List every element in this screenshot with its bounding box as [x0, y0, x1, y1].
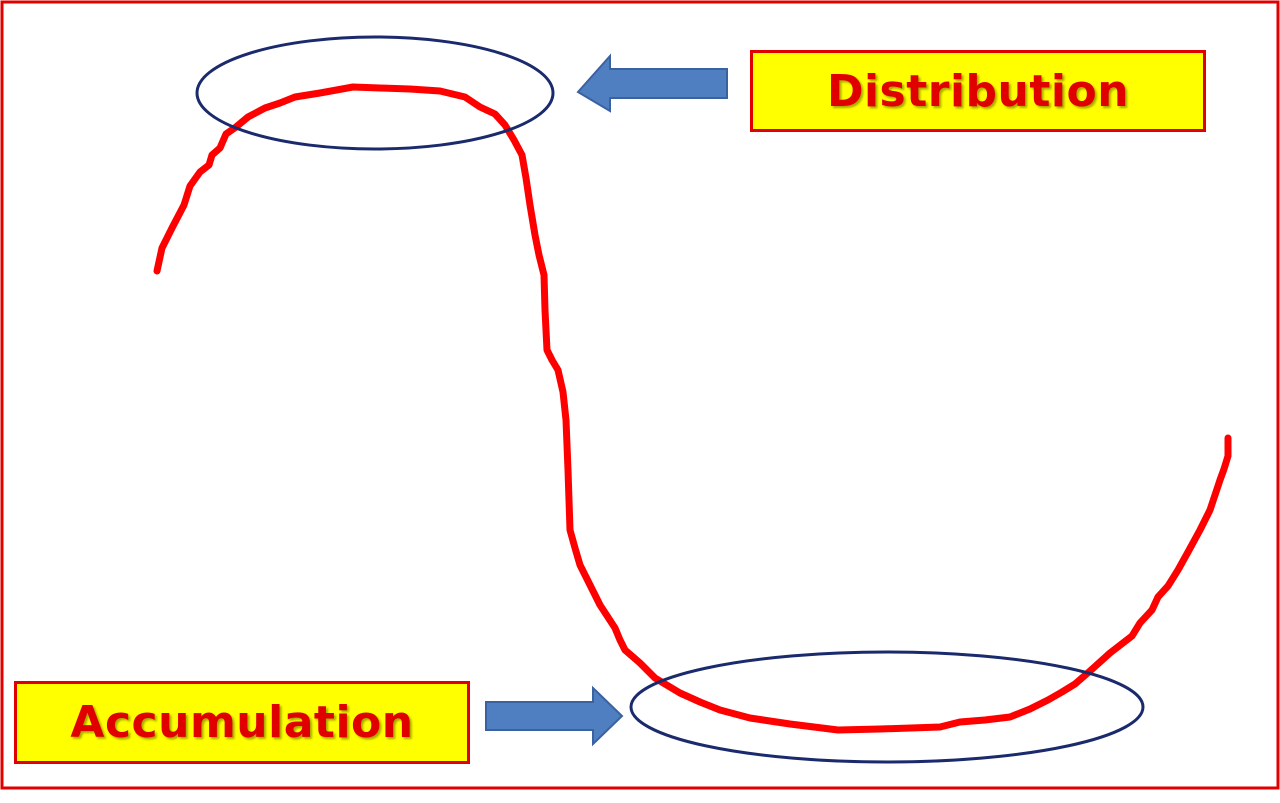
distribution-label-box: Distribution — [750, 50, 1206, 132]
accumulation-label: Accumulation — [70, 697, 414, 748]
accumulation-ellipse — [629, 650, 1145, 764]
distribution-label: Distribution — [826, 65, 1130, 117]
distribution-ellipse — [195, 35, 555, 151]
accumulation-label-box: Accumulation — [14, 681, 470, 764]
price-cycle-curve — [153, 83, 1232, 734]
arrow-left-icon — [576, 53, 728, 113]
arrow-right-icon — [485, 685, 624, 747]
